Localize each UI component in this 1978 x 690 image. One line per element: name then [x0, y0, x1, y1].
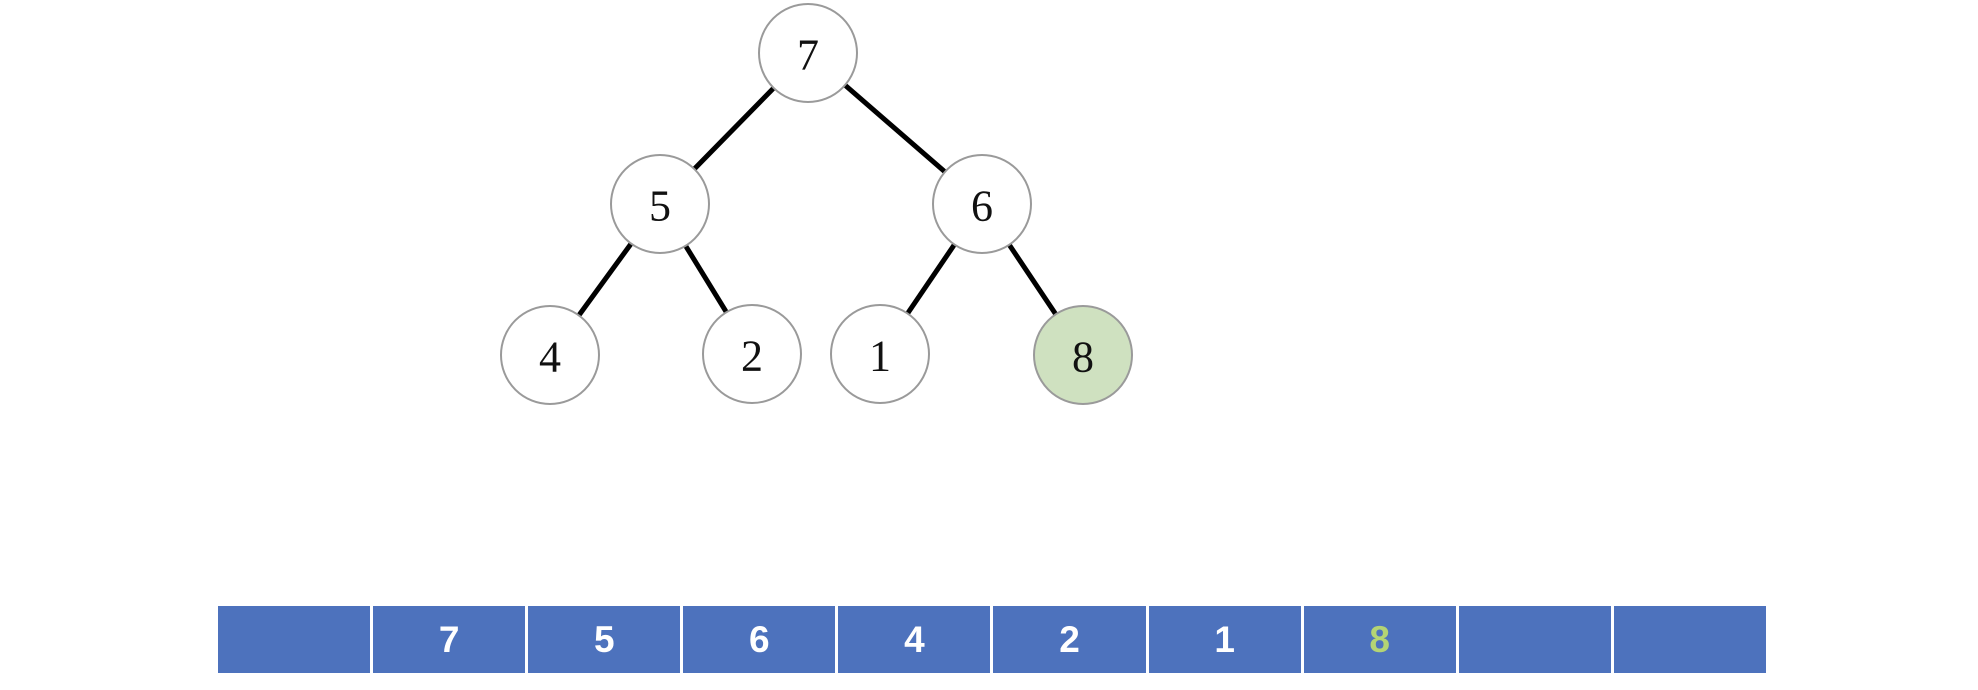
array-cell[interactable]: 5 — [528, 606, 681, 673]
heap-array-strip: 7 5 6 4 2 1 8 — [218, 606, 1766, 673]
tree-node[interactable]: 7 — [758, 3, 858, 103]
array-cell-value: 2 — [1059, 619, 1080, 660]
tree-node-label: 7 — [797, 31, 819, 80]
array-cell-empty[interactable] — [1613, 606, 1766, 673]
tree-node[interactable]: 8 — [1033, 305, 1133, 405]
tree-node-circle-highlighted[interactable] — [1033, 305, 1133, 405]
array-cell-value: 8 — [1369, 619, 1390, 660]
tree-node[interactable]: 6 — [932, 154, 1032, 254]
array-cell-value: 5 — [593, 619, 615, 660]
array-cell-highlighted[interactable]: 8 — [1303, 606, 1456, 673]
tree-edge — [843, 83, 947, 174]
array-cell-empty[interactable] — [218, 606, 371, 673]
tree-node-label: 4 — [539, 333, 561, 382]
array-cell-value: 6 — [749, 619, 770, 660]
tree-edge — [576, 242, 634, 317]
tree-nodes-layer: 7 5 6 4 2 1 8 — [500, 3, 1133, 405]
tree-node-circle[interactable] — [758, 3, 858, 103]
tree-edge — [683, 244, 729, 314]
array-cell-empty[interactable] — [1458, 606, 1611, 673]
array-cell-value: 4 — [904, 619, 925, 660]
array-cell-value: 1 — [1214, 619, 1235, 660]
tree-node-circle[interactable] — [830, 304, 930, 404]
array-cell[interactable]: 1 — [1148, 606, 1301, 673]
tree-node[interactable]: 2 — [702, 304, 802, 404]
tree-edges-layer — [576, 83, 1058, 317]
tree-node-label: 5 — [649, 182, 671, 231]
array-cell[interactable]: 4 — [838, 606, 991, 673]
array-cell[interactable]: 7 — [373, 606, 526, 673]
tree-edge — [692, 86, 776, 171]
tree-node-circle[interactable] — [932, 154, 1032, 254]
binary-tree-diagram: 7 5 6 4 2 1 8 — [500, 3, 1133, 405]
tree-node[interactable]: 1 — [830, 304, 930, 404]
tree-node[interactable]: 5 — [610, 154, 710, 254]
tree-node-label: 8 — [1072, 333, 1094, 382]
tree-node-circle[interactable] — [500, 305, 600, 405]
tree-node-label: 2 — [741, 332, 763, 381]
tree-edge — [905, 243, 957, 315]
array-cell[interactable]: 6 — [683, 606, 836, 673]
array-cell-value: 7 — [438, 619, 460, 660]
tree-edge — [1007, 243, 1058, 316]
tree-node[interactable]: 4 — [500, 305, 600, 405]
array-cell[interactable]: 2 — [993, 606, 1146, 673]
tree-node-label: 6 — [971, 182, 993, 231]
tree-node-circle[interactable] — [702, 304, 802, 404]
tree-node-label: 1 — [869, 332, 891, 381]
tree-node-circle[interactable] — [610, 154, 710, 254]
